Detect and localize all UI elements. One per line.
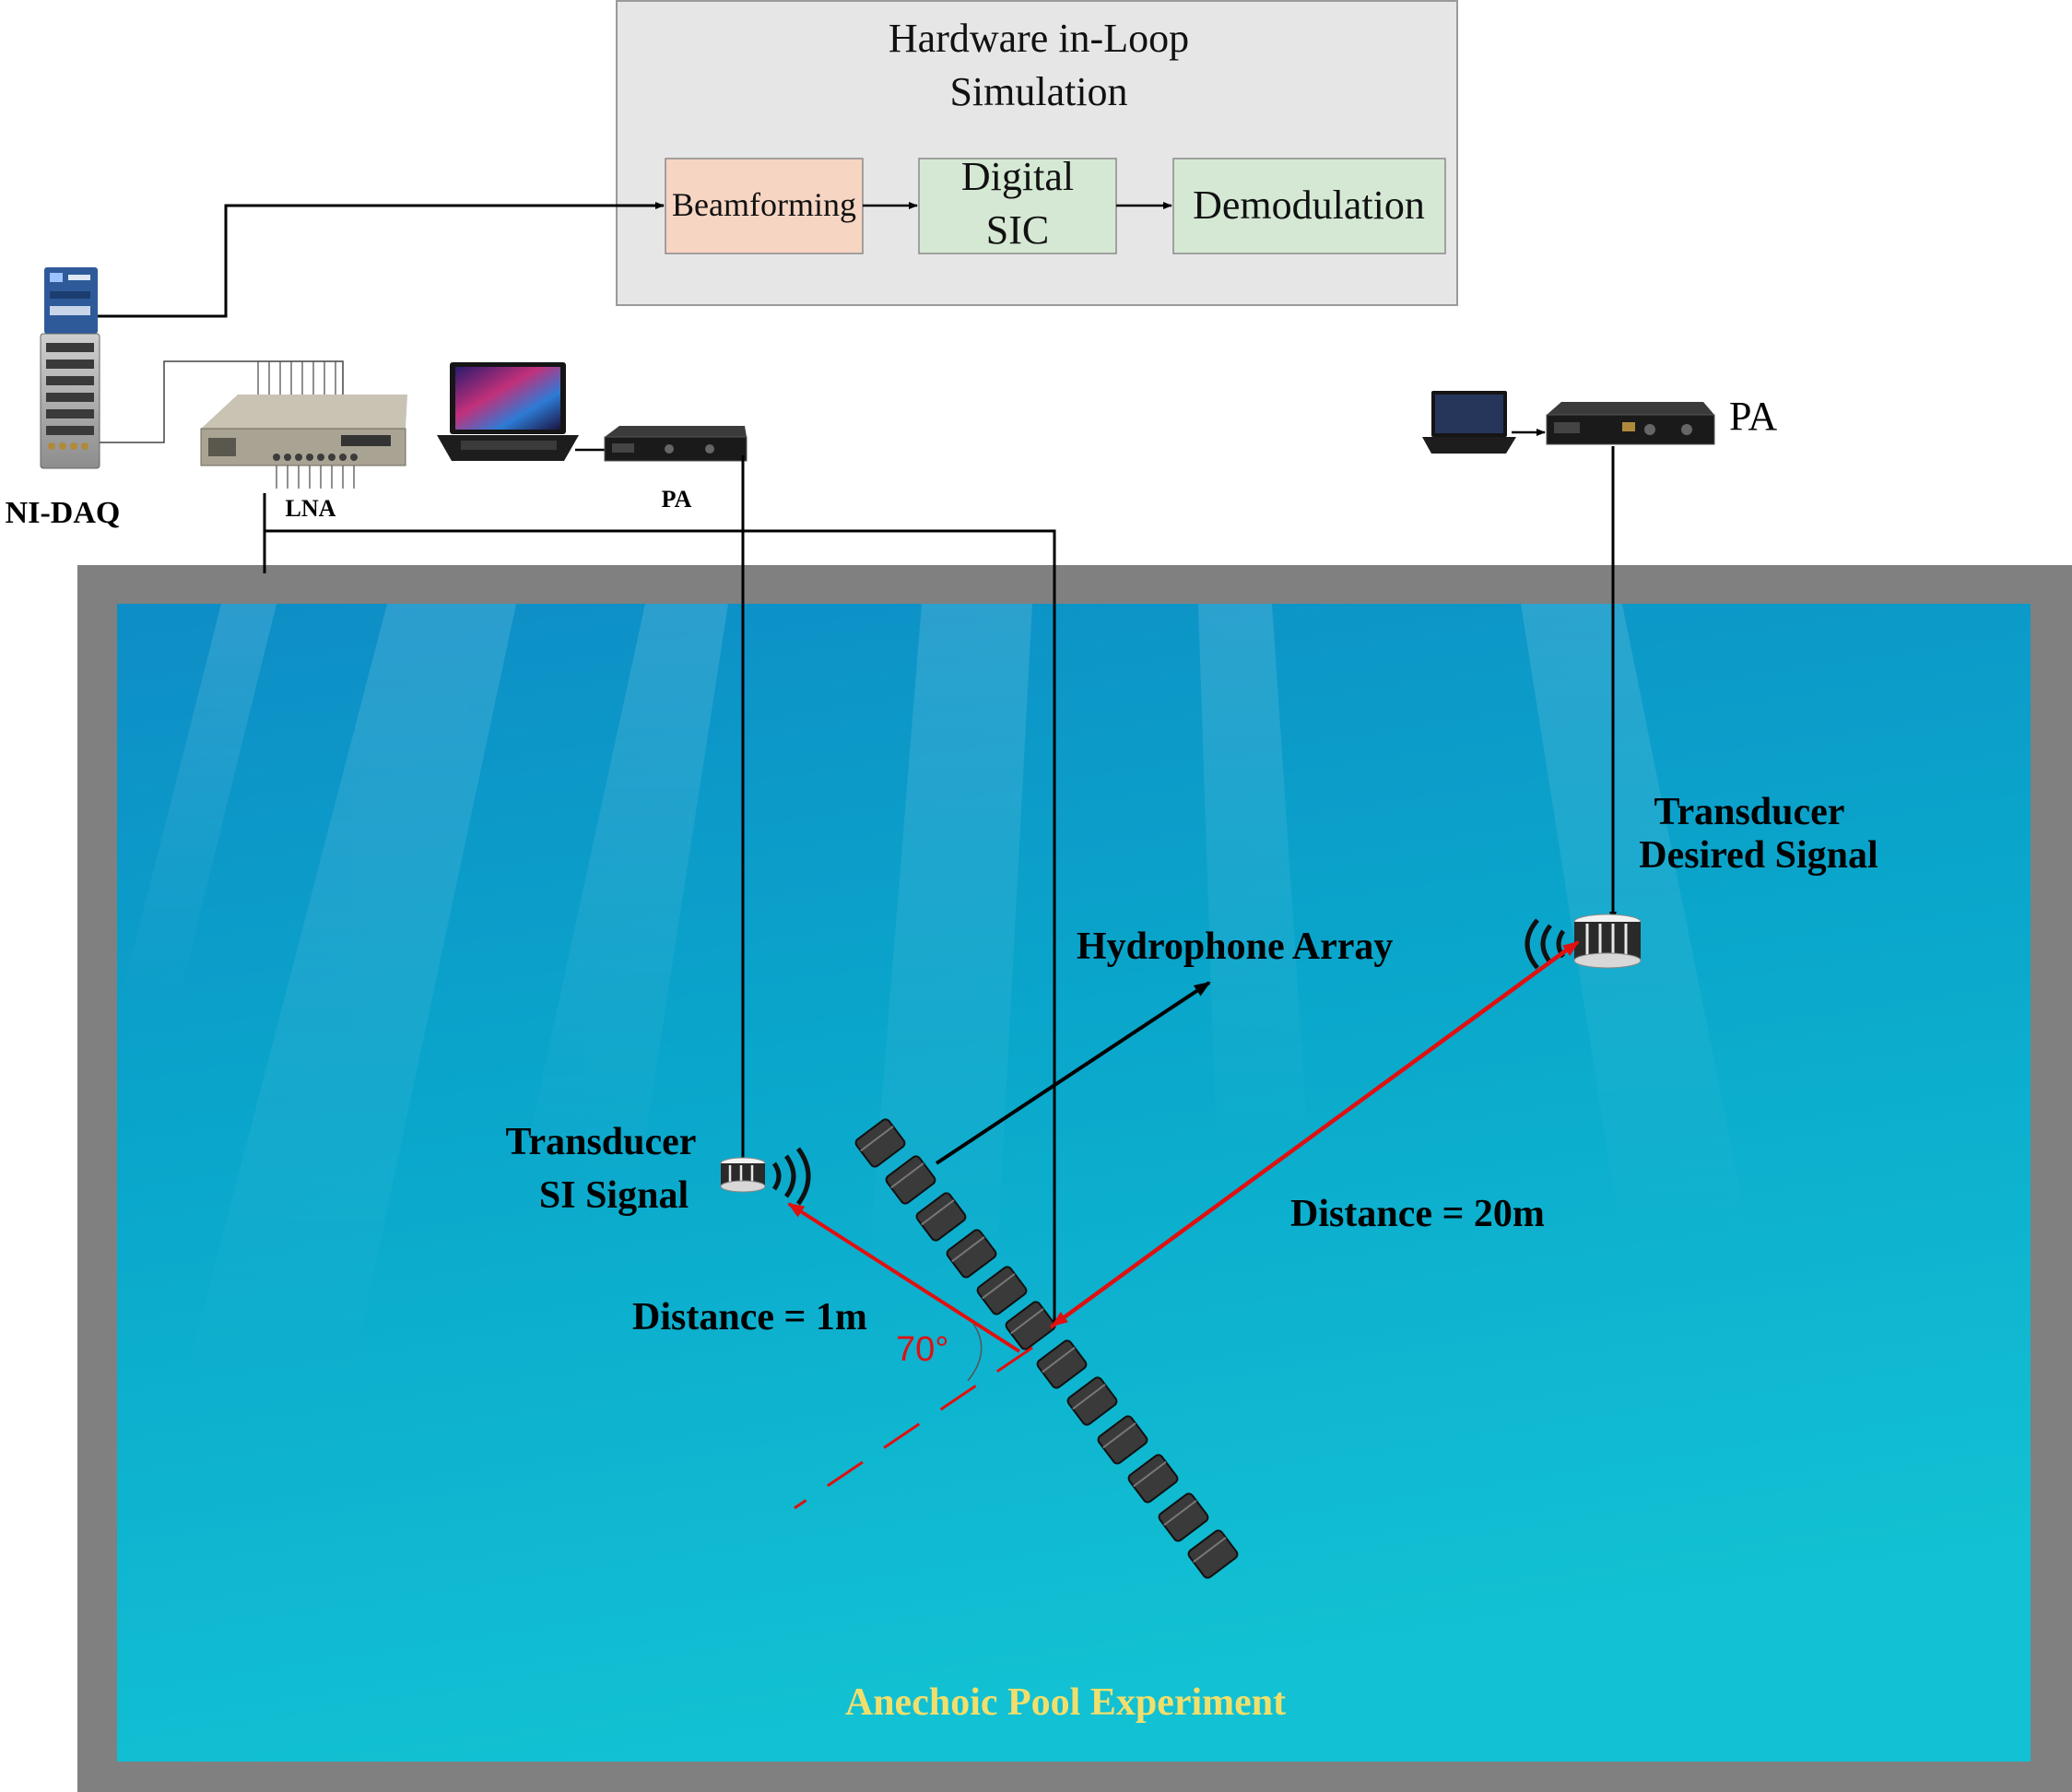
hydrophone-element-icon (1097, 1415, 1148, 1465)
pa-left-label: PA (662, 486, 692, 513)
lna-label: LNA (286, 495, 336, 522)
ni-daq-label: NI-DAQ (6, 496, 121, 530)
ni-daq-rack-icon (40, 267, 100, 469)
hydrophone-element-icon (976, 1266, 1028, 1315)
hydrophone-array-label: Hydrophone Array (1077, 925, 1393, 968)
digital-sic-block (918, 158, 1117, 254)
hil-title-line1: Hardware in-Loop (889, 16, 1189, 61)
laptop-icon (437, 362, 579, 461)
hydrophone-element-icon (1066, 1376, 1118, 1426)
transducer-desired-label-line1: Transducer (1654, 791, 1845, 833)
power-amplifier-icon-left (604, 426, 748, 462)
lna-amplifier-icon (200, 360, 407, 489)
hydrophone-element-icon (1127, 1454, 1179, 1503)
distance-1m-label: Distance = 1m (632, 1296, 867, 1338)
demodulation-label: Demodulation (1193, 183, 1425, 228)
distance-1m-arrow (787, 1202, 1021, 1353)
hydrophone-element-icon (1158, 1492, 1209, 1542)
hydrophone-array-pointer-arrow (935, 981, 1211, 1165)
demodulation-block (1172, 158, 1446, 254)
anechoic-pool: Anechoic Pool Experiment (77, 565, 2072, 1792)
angle-label: 70° (896, 1330, 948, 1369)
digital-sic-label-line2: SIC (986, 207, 1049, 253)
lna-to-hydrophone-wire (265, 529, 1056, 1327)
distance-20m-label: Distance = 20m (1290, 1193, 1545, 1235)
digital-sic-label-line1: Digital (961, 154, 1074, 199)
hil-panel: Hardware in-Loop Simulation Beamforming … (616, 0, 1458, 306)
array-normal-dashed-line (794, 1346, 1033, 1510)
desired-transducer-icon (1573, 914, 1642, 969)
hydrophone-element-icon (885, 1155, 936, 1205)
hydrophone-array (854, 1118, 1239, 1579)
distance-20m-arrow-to-array (1051, 948, 1569, 1327)
si-transducer-icon (720, 1157, 766, 1193)
hil-title-line2: Simulation (949, 69, 1127, 114)
hydrophone-element-icon (946, 1229, 997, 1279)
hydrophone-element-icon (915, 1192, 967, 1242)
light-rays-decoration (117, 604, 1751, 1383)
hil-panel-background (616, 0, 1458, 306)
hydrophone-element-icon (854, 1118, 906, 1168)
pa-right-label: PA (1729, 394, 1777, 439)
angle-arc (967, 1323, 983, 1382)
beamforming-label: Beamforming (672, 186, 856, 223)
beamforming-block (665, 158, 864, 254)
pool-caption: Anechoic Pool Experiment (845, 1681, 1286, 1724)
hydrophone-element-icon (1005, 1301, 1056, 1350)
transducer-si-label-line1: Transducer (506, 1121, 697, 1163)
daq-to-beamforming-wire (97, 202, 665, 318)
transducer-desired-label-line2: Desired Signal (1639, 834, 1878, 877)
power-amplifier-icon-right (1546, 402, 1715, 445)
laptop-icon-right (1422, 391, 1516, 454)
si-sound-wave-icon (771, 1147, 811, 1206)
hydrophone-element-icon (1187, 1529, 1239, 1579)
daq-to-lna-wire (100, 360, 344, 443)
transducer-si-label-line2: SI Signal (539, 1174, 689, 1217)
hydrophone-element-icon (1036, 1339, 1088, 1389)
